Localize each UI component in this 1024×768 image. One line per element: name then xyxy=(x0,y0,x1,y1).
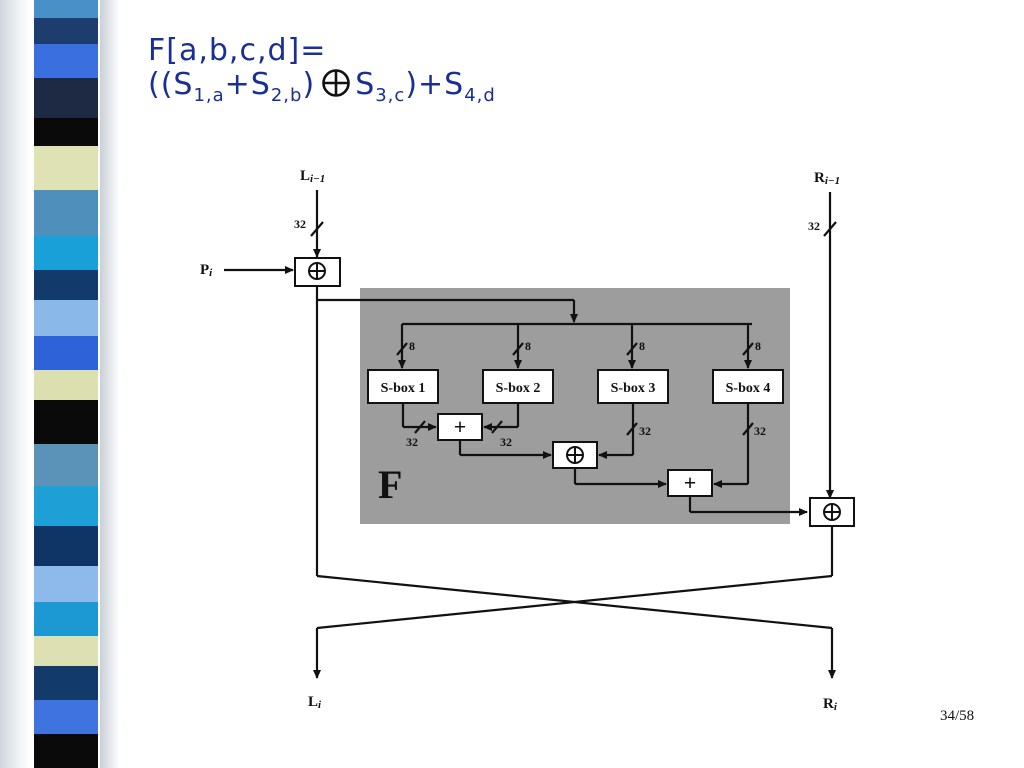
sidebar-block xyxy=(34,444,98,486)
title-plus-1: +S xyxy=(224,67,271,102)
output-left-label: Li xyxy=(308,694,322,711)
sidebar-block xyxy=(34,566,98,602)
sbox-4 xyxy=(712,369,784,404)
sbox-1 xyxy=(367,369,439,404)
decorative-sidebar xyxy=(0,0,120,768)
title-open: ((S xyxy=(148,67,194,102)
add-box-1-symbol: + xyxy=(454,414,467,439)
sidebar-block xyxy=(34,78,98,118)
sidebar-block xyxy=(34,118,98,146)
p-label: Pi xyxy=(200,262,213,279)
cross-right-to-left xyxy=(316,574,833,630)
sbox1-width-label: 8 xyxy=(409,339,415,353)
sidebar-block xyxy=(34,190,98,236)
sidebar-shadow-right xyxy=(100,0,120,768)
sbox3-width-label: 8 xyxy=(639,339,645,353)
sbox-4-label: S-box 4 xyxy=(726,381,771,396)
sbox-3-label: S-box 3 xyxy=(611,381,656,396)
output-right-label: Ri xyxy=(823,696,838,713)
sidebar-block xyxy=(34,370,98,400)
right-width-slash xyxy=(823,221,837,237)
sbox-2 xyxy=(482,369,554,404)
sidebar-block xyxy=(34,734,98,768)
blowfish-round-diagram: Li−1 Ri−1 32 32 Pi 8 8 8 8 S-box 1 S-box… xyxy=(200,168,855,713)
add1-right-slash xyxy=(491,420,503,434)
sbox-3 xyxy=(597,369,669,404)
sidebar-block xyxy=(34,270,98,300)
sbox3-width-slash xyxy=(626,342,638,356)
add-box-2 xyxy=(667,469,713,497)
left-width-label: 32 xyxy=(294,217,306,231)
title-s3: S xyxy=(355,67,376,102)
xor-symbol-icon xyxy=(322,69,350,97)
page-number: 34/58 xyxy=(940,708,975,724)
slide-title: F[a,b,c,d]= ((S1,a+S2,b) S3,c)+S4,d xyxy=(148,33,496,105)
title-sub-2: 2,b xyxy=(270,85,303,106)
sbox3-output-width: 32 xyxy=(639,424,651,438)
sbox2-width-slash xyxy=(512,342,524,356)
title-plus-2: )+S xyxy=(405,67,465,102)
sidebar-shadow-left xyxy=(0,0,30,768)
sidebar-block xyxy=(34,526,98,566)
add1-right-width: 32 xyxy=(500,435,512,449)
sbox4-width-slash xyxy=(742,342,754,356)
sbox2-width-label: 8 xyxy=(525,339,531,353)
title-close-1: ) xyxy=(302,67,316,102)
xor-top-icon xyxy=(308,262,326,280)
sbox4-width-slash-2 xyxy=(742,422,754,436)
sidebar-block xyxy=(34,636,98,666)
sidebar-block xyxy=(34,44,98,78)
sidebar-block xyxy=(34,486,98,526)
sidebar-block xyxy=(34,236,98,270)
left-width-slash xyxy=(310,221,324,237)
xor-f-icon xyxy=(566,446,584,464)
sbox3-width-slash-2 xyxy=(626,422,638,436)
add-box-1 xyxy=(437,413,483,441)
title-sub-3: 3,c xyxy=(375,85,406,106)
add1-left-width: 32 xyxy=(406,435,418,449)
add-box-2-symbol: + xyxy=(684,470,697,495)
add1-left-slash xyxy=(414,420,426,434)
sbox1-width-slash xyxy=(396,342,408,356)
sidebar-block xyxy=(34,400,98,444)
input-left-label: Li−1 xyxy=(300,168,325,185)
title-line-1: F[a,b,c,d]= xyxy=(148,33,327,68)
sidebar-block xyxy=(34,700,98,734)
right-width-label: 32 xyxy=(808,219,820,233)
sidebar-block xyxy=(34,602,98,636)
function-f-label: F xyxy=(378,462,402,507)
sidebar-block xyxy=(34,666,98,700)
sidebar-block xyxy=(34,300,98,336)
sbox-1-label: S-box 1 xyxy=(381,381,426,396)
xor-right-icon xyxy=(823,503,841,521)
sidebar-block xyxy=(34,0,98,18)
sidebar-block xyxy=(34,146,98,190)
sidebar-block xyxy=(34,336,98,370)
sbox-2-label: S-box 2 xyxy=(496,381,541,396)
sidebar-block xyxy=(34,18,98,44)
title-line-2: ((S1,a+S2,b) S3,c)+S4,d xyxy=(148,67,496,105)
sbox4-width-label: 8 xyxy=(755,339,761,353)
sbox4-output-width: 32 xyxy=(754,424,766,438)
title-sub-4: 4,d xyxy=(464,85,496,106)
title-sub-1: 1,a xyxy=(193,85,225,106)
input-right-label: Ri−1 xyxy=(814,170,840,187)
